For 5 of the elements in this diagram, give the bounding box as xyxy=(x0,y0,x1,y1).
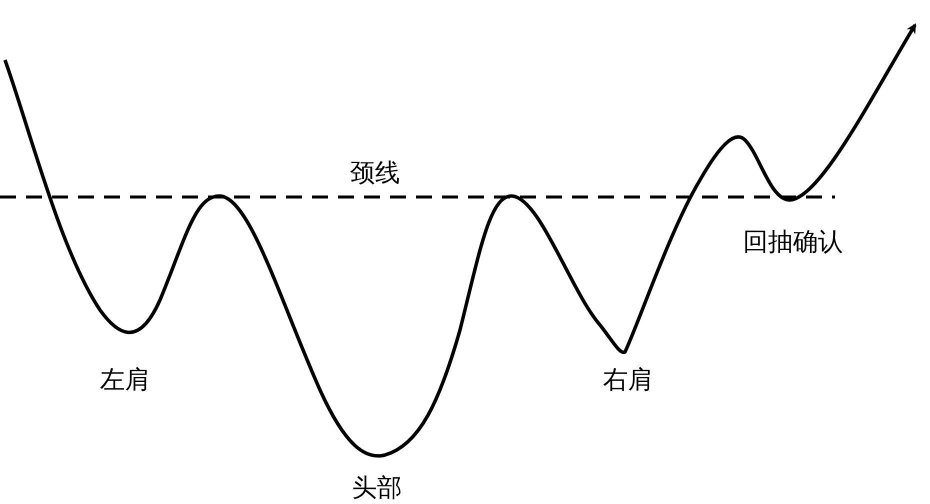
left-shoulder-label: 左肩 xyxy=(100,367,150,392)
head-label: 头部 xyxy=(352,475,402,500)
neckline-label: 颈线 xyxy=(350,160,400,185)
pullback-label: 回抽确认 xyxy=(743,229,843,254)
right-shoulder-label: 右肩 xyxy=(603,367,653,392)
